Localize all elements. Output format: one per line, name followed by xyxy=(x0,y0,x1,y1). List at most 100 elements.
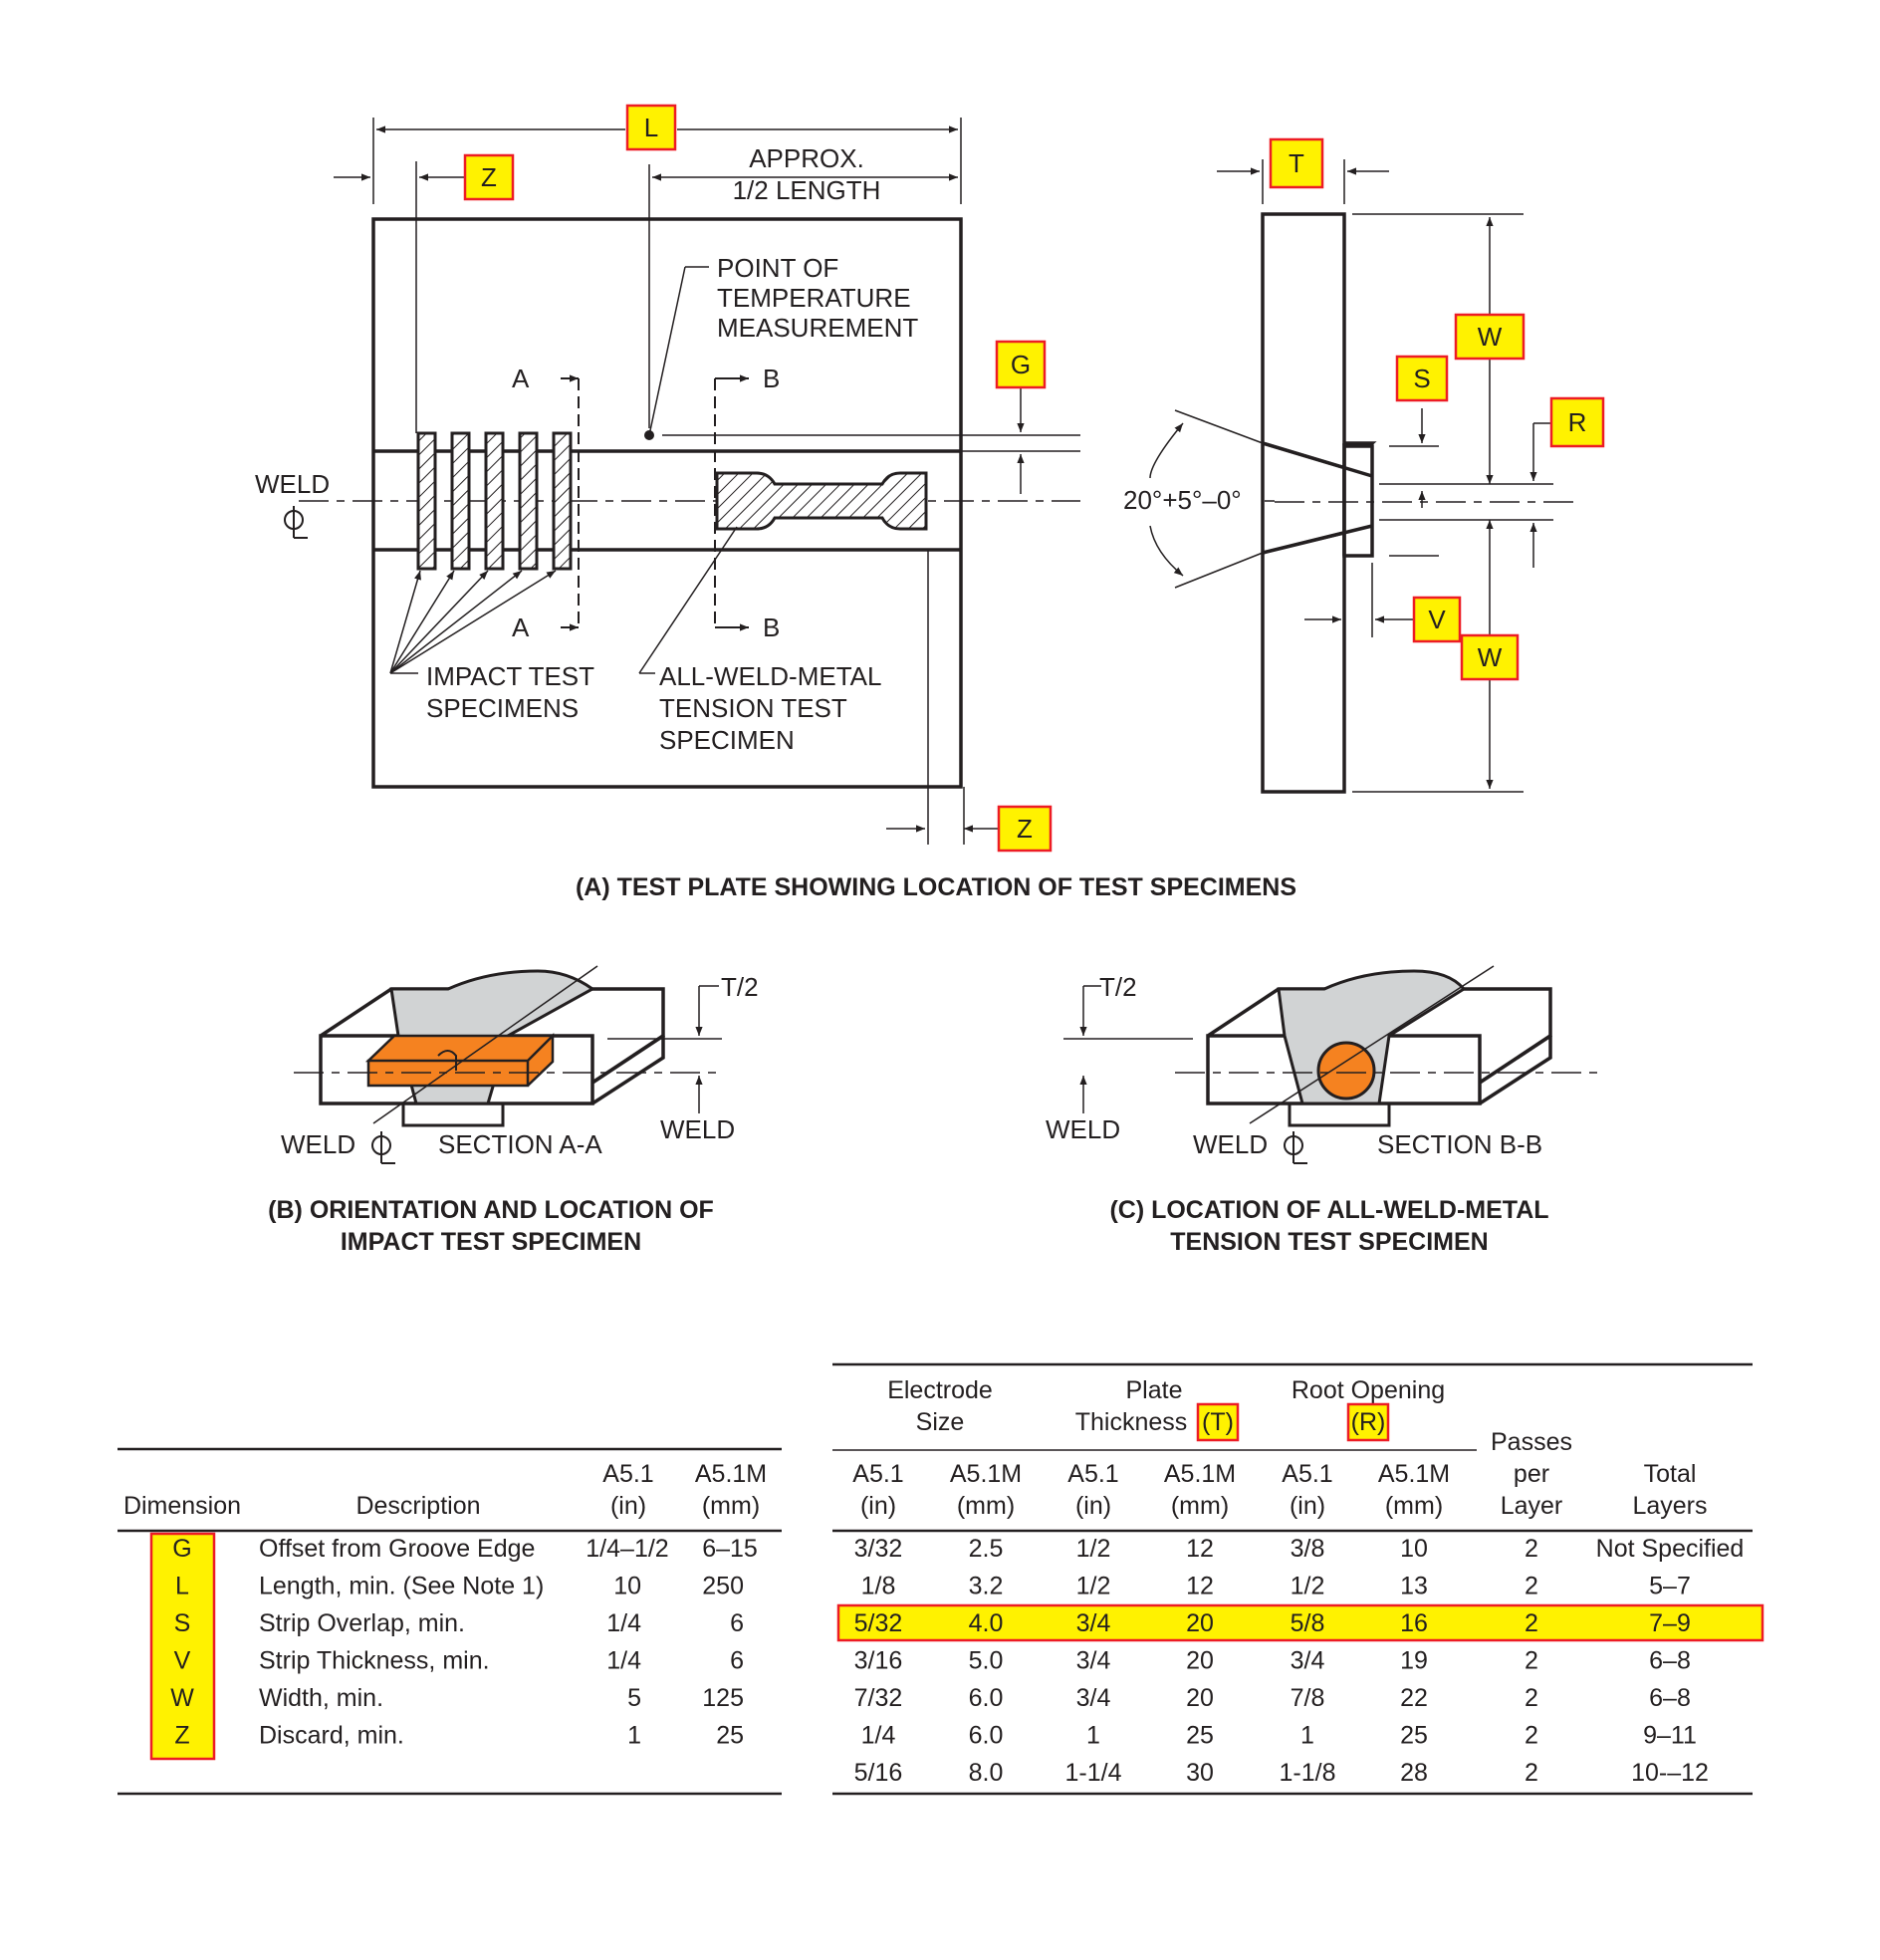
electrode-table-cell: 2 xyxy=(1525,1535,1538,1563)
highlighted-row-band xyxy=(836,1603,1764,1642)
svg-text:S: S xyxy=(1413,364,1430,393)
fig-c-caption-2: TENSION TEST SPECIMEN xyxy=(1170,1228,1488,1256)
electrode-table-cell: 2 xyxy=(1525,1759,1538,1787)
svg-text:W: W xyxy=(1478,322,1503,352)
electrode-table-cell: 30 xyxy=(1186,1759,1214,1787)
dim-value-in: 5 xyxy=(627,1684,641,1712)
electrode-table-cell: 1-1/8 xyxy=(1280,1759,1336,1787)
weld-label-b: WELD xyxy=(660,1114,735,1144)
unit-a51m: A5.1M xyxy=(1378,1460,1450,1488)
weld-cl-label-b: WELD xyxy=(281,1129,355,1159)
electrode-table-cell: 19 xyxy=(1400,1647,1428,1675)
root-opening-tag-highlight xyxy=(1346,1402,1390,1442)
dim-value-mm: 6–15 xyxy=(702,1535,758,1563)
impact-specimen-bar xyxy=(364,1032,557,1088)
electrode-table-cell: 13 xyxy=(1400,1573,1428,1600)
dim-header-a51-2: (in) xyxy=(610,1492,646,1520)
electrode-table-cell: 28 xyxy=(1400,1759,1428,1787)
electrode-table-cell: 2 xyxy=(1525,1684,1538,1712)
electrode-table-cell: 3.2 xyxy=(969,1573,1004,1600)
dim-value-in: 1/4–1/2 xyxy=(586,1535,668,1563)
approx-label: APPROX. xyxy=(749,143,864,173)
electrode-table-cell: 2 xyxy=(1525,1647,1538,1675)
tag-W-top: W xyxy=(1454,313,1526,361)
fig-c-caption-1: (C) LOCATION OF ALL-WELD-METAL xyxy=(1109,1196,1548,1224)
tension-label-1: ALL-WELD-METAL xyxy=(659,661,881,691)
group-passes-2: per xyxy=(1514,1460,1549,1488)
dim-letter: V xyxy=(174,1647,191,1675)
tag-W-bottom: W xyxy=(1460,633,1520,681)
electrode-table-cell: 16 xyxy=(1400,1609,1428,1637)
temp-point-label-1: POINT OF xyxy=(717,253,838,283)
tag-V: V xyxy=(1412,596,1462,643)
unit-a51: A5.1 xyxy=(1282,1460,1332,1488)
electrode-table-cell: 3/4 xyxy=(1076,1684,1111,1712)
group-total-2: Layers xyxy=(1632,1492,1707,1520)
dim-description: Offset from Groove Edge xyxy=(259,1535,535,1563)
tension-specimen-round xyxy=(1316,1041,1376,1101)
tag-Z-bottom: Z xyxy=(997,805,1053,853)
electrode-table-cell: 1/2 xyxy=(1076,1535,1111,1563)
dim-header-a51m-2: (mm) xyxy=(702,1492,760,1520)
electrode-table-cell: 3/4 xyxy=(1076,1647,1111,1675)
tension-label-3: SPECIMEN xyxy=(659,725,795,755)
dim-header-dimension: Dimension xyxy=(123,1492,241,1520)
t-half-label-c: T/2 xyxy=(1099,972,1137,1002)
group-root-tag: (R) xyxy=(1351,1408,1386,1436)
t-half-label-b: T/2 xyxy=(721,972,759,1002)
dim-value-mm: 125 xyxy=(702,1684,744,1712)
dim-letter: G xyxy=(172,1535,191,1563)
dim-letter: S xyxy=(174,1609,191,1637)
dim-letter: Z xyxy=(174,1722,189,1750)
unit-mm: (mm) xyxy=(1171,1492,1229,1520)
dim-value-mm: 6 xyxy=(730,1647,744,1675)
electrode-table-cell: 2 xyxy=(1525,1722,1538,1750)
electrode-table-cell: 3/4 xyxy=(1291,1647,1325,1675)
dim-value-in: 10 xyxy=(613,1573,641,1600)
electrode-table-cell: 5/16 xyxy=(854,1759,903,1787)
electrode-table-cell: 5–7 xyxy=(1649,1573,1691,1600)
group-passes-1: Passes xyxy=(1491,1428,1572,1456)
electrode-table-cell: 22 xyxy=(1400,1684,1428,1712)
unit-a51m: A5.1M xyxy=(1164,1460,1236,1488)
dim-value-mm: 6 xyxy=(730,1609,744,1637)
dimension-letters-highlight xyxy=(149,1532,216,1761)
tension-test-specimen xyxy=(715,471,928,531)
electrode-table-cell: 7/8 xyxy=(1291,1684,1325,1712)
dim-value-mm: 250 xyxy=(702,1573,744,1600)
tension-label-2: TENSION TEST xyxy=(659,693,847,723)
electrode-table-cell: 5/8 xyxy=(1291,1609,1325,1637)
electrode-table-cell: 1/8 xyxy=(861,1573,896,1600)
electrode-table-cell: 20 xyxy=(1186,1609,1214,1637)
weld-cl-label-c: WELD xyxy=(1193,1129,1268,1159)
electrode-table-cell: 1/2 xyxy=(1291,1573,1325,1600)
section-a-bottom-label: A xyxy=(512,612,530,642)
dim-description: Width, min. xyxy=(259,1684,383,1712)
dim-description: Strip Overlap, min. xyxy=(259,1609,465,1637)
section-b-top-label: B xyxy=(763,364,780,393)
electrode-table-cell: 20 xyxy=(1186,1647,1214,1675)
electrode-table-cell: 3/8 xyxy=(1291,1535,1325,1563)
electrode-table-cell: 10-–12 xyxy=(1631,1759,1709,1787)
dim-letter: L xyxy=(175,1573,189,1600)
dim-value-in: 1/4 xyxy=(606,1647,641,1675)
electrode-table-cell: 10 xyxy=(1400,1535,1428,1563)
fig-c-labels: T/2 WELD WELD SECTION B-B (C) LOCATION O… xyxy=(1046,972,1549,1256)
electrode-table-cell: 6–8 xyxy=(1649,1684,1691,1712)
dimension-table: Dimension Description A5.1 (in) A5.1M (m… xyxy=(118,1447,782,1796)
temp-point-label-3: MEASUREMENT xyxy=(717,313,918,343)
electrode-table-cell: 1/2 xyxy=(1076,1573,1111,1600)
electrode-table-cell: 25 xyxy=(1400,1722,1428,1750)
electrode-table-cell: 25 xyxy=(1186,1722,1214,1750)
electrode-table-cell: 3/16 xyxy=(854,1647,903,1675)
svg-text:V: V xyxy=(1428,605,1446,634)
group-electrode-1: Electrode xyxy=(887,1376,993,1404)
fig-b-caption-1: (B) ORIENTATION AND LOCATION OF xyxy=(268,1196,714,1224)
electrode-table-cell: 2 xyxy=(1525,1573,1538,1600)
weld-label-c: WELD xyxy=(1046,1114,1120,1144)
temp-point-label-2: TEMPERATURE xyxy=(717,283,911,313)
test-plate-plan-view xyxy=(299,118,1080,845)
electrode-table-cell: 12 xyxy=(1186,1535,1214,1563)
backing-strip xyxy=(1342,444,1374,558)
